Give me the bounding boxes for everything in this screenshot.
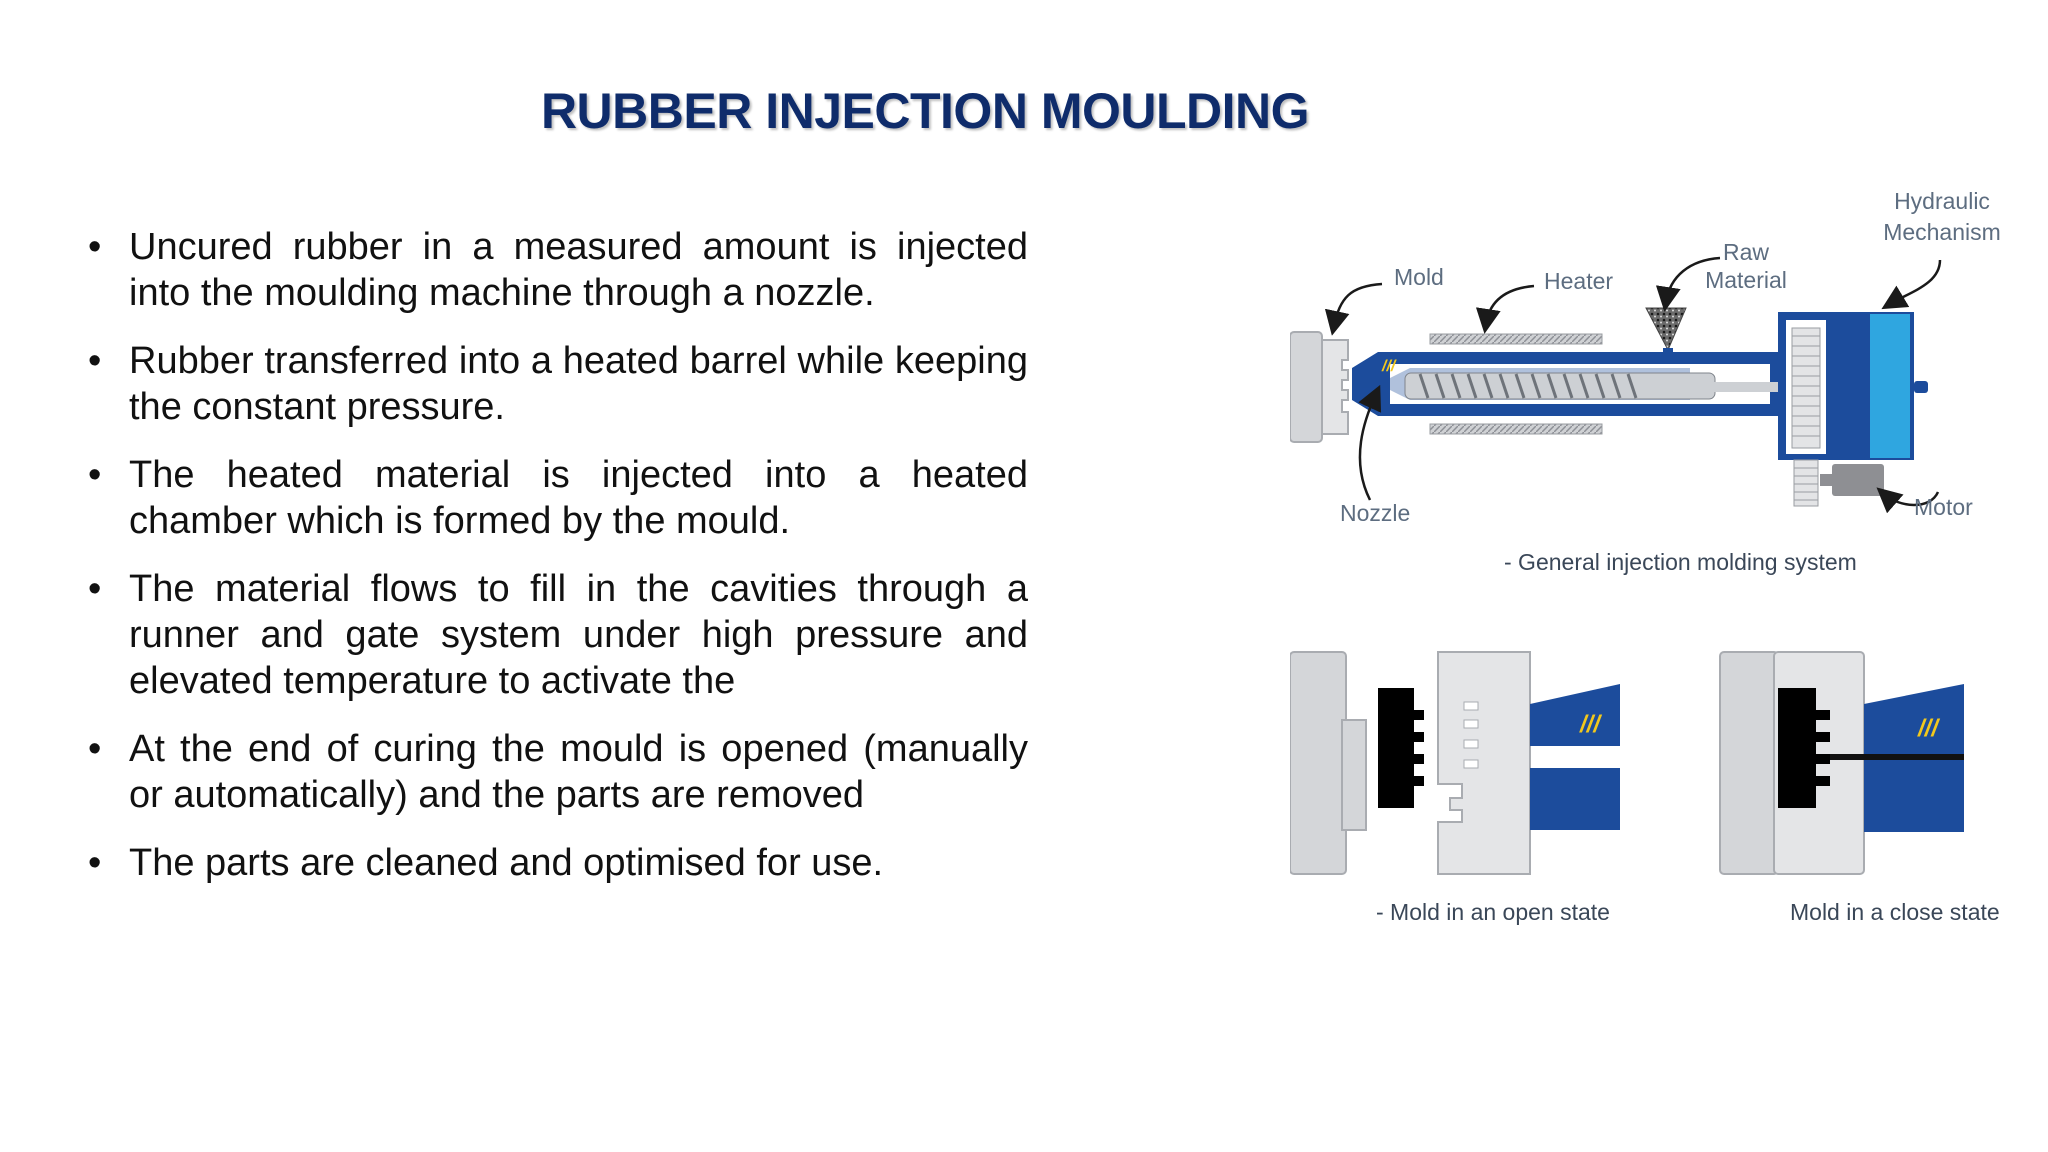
mold-half-right-open bbox=[1437, 651, 1531, 875]
arrow-heater bbox=[1475, 284, 1535, 334]
label-heater: Heater bbox=[1544, 268, 1613, 294]
bullet-item: • Uncured rubber in a measured amount is … bbox=[88, 224, 1028, 316]
bullet-dot: • bbox=[88, 340, 102, 382]
bullet-item: • Rubber transferred into a heated barrel… bbox=[88, 338, 1028, 430]
barrel-mark: /// bbox=[1381, 358, 1397, 375]
bullet-item: • The heated material is injected into a … bbox=[88, 452, 1028, 544]
bullet-text: The heated material is injected into a h… bbox=[129, 454, 1028, 542]
caption-open: - Mold in an open state bbox=[1376, 899, 1610, 925]
bullet-dot: • bbox=[88, 842, 102, 884]
mold-plate-left bbox=[1290, 331, 1323, 443]
bullet-text: Uncured rubber in a measured amount is i… bbox=[129, 226, 1028, 314]
bullet-text: Rubber transferred into a heated barrel … bbox=[129, 340, 1028, 428]
bullet-dot: • bbox=[88, 568, 102, 610]
bullet-dot: • bbox=[88, 728, 102, 770]
bullet-list: • Uncured rubber in a measured amount is … bbox=[88, 224, 1028, 908]
arrow-raw-material bbox=[1655, 256, 1721, 312]
label-raw-material-line1: Raw bbox=[1723, 239, 1769, 265]
label-raw-material-line2: Material bbox=[1705, 267, 1787, 293]
hopper-raw-material bbox=[1645, 307, 1687, 352]
bullet-item: • At the end of curing the mould is opene… bbox=[88, 726, 1028, 818]
slide-title: RUBBER INJECTION MOULDING bbox=[540, 83, 1310, 139]
mold-plate-right bbox=[1321, 339, 1349, 435]
arrow-motor bbox=[1876, 487, 1940, 514]
bullet-item: • The parts are cleaned and optimised for… bbox=[88, 840, 1028, 886]
mold-close-state: /// Mold in a close state bbox=[1719, 651, 2000, 925]
caption-close: Mold in a close state bbox=[1790, 899, 2000, 925]
bullet-dot: • bbox=[88, 226, 102, 268]
motor-block bbox=[1832, 464, 1884, 496]
injection-molding-figure: /// bbox=[1290, 180, 2030, 940]
label-hydraulic-line1: Hydraulic bbox=[1894, 188, 1990, 214]
injection-molding-diagram: /// bbox=[1290, 188, 2001, 925]
bullet-text: The material flows to fill in the caviti… bbox=[129, 568, 1028, 702]
bullet-text: The parts are cleaned and optimised for … bbox=[129, 842, 884, 884]
close-mark: /// bbox=[1917, 715, 1940, 742]
caption-system: - General injection molding system bbox=[1504, 549, 1857, 575]
molded-part-open bbox=[1378, 688, 1424, 808]
arrow-mold bbox=[1324, 282, 1383, 336]
open-mark: /// bbox=[1579, 711, 1602, 738]
mold-open-state: /// - Mold in an open state bbox=[1290, 651, 1620, 925]
label-mold: Mold bbox=[1394, 264, 1444, 290]
label-motor: Motor bbox=[1914, 494, 1973, 520]
arrow-hydraulic bbox=[1881, 259, 1942, 310]
machine-schematic: /// bbox=[1290, 188, 2001, 575]
molded-part-close bbox=[1778, 688, 1830, 808]
label-hydraulic-line2: Mechanism bbox=[1883, 219, 2001, 245]
arrow-nozzle bbox=[1358, 384, 1382, 501]
bullet-text: At the end of curing the mould is opened… bbox=[129, 728, 1028, 816]
bullet-dot: • bbox=[88, 454, 102, 496]
heater-band-top bbox=[1429, 333, 1603, 345]
bullet-item: • The material flows to fill in the cavit… bbox=[88, 566, 1028, 704]
heater-band-bottom bbox=[1429, 423, 1603, 435]
label-nozzle: Nozzle bbox=[1340, 500, 1410, 526]
screw-flights bbox=[1418, 373, 1638, 399]
gear-rack bbox=[1793, 459, 1819, 507]
